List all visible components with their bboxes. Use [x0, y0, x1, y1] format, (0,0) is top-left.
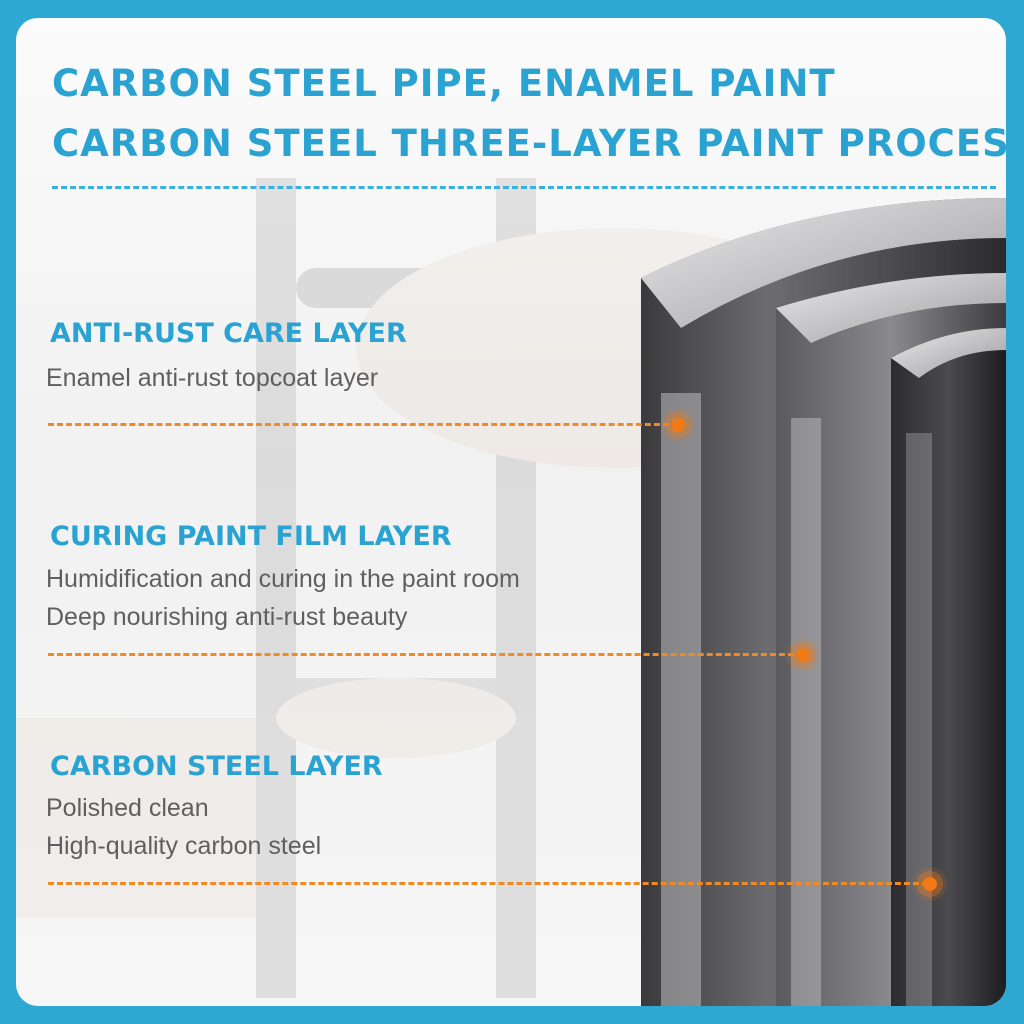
layer-description-line: Enamel anti-rust topcoat layer	[46, 364, 379, 392]
layer-heading-carbon-steel: CARBON STEEL LAYER	[50, 751, 383, 782]
layer-heading-anti-rust: ANTI-RUST CARE LAYER	[50, 318, 407, 349]
pipe-cross-section-image	[641, 198, 1006, 1006]
layer-description-line: High-quality carbon steel	[46, 832, 322, 860]
layer-heading-curing-paint: CURING PAINT FILM LAYER	[50, 521, 452, 552]
curing-paint-marker-dot	[796, 648, 810, 662]
title-divider	[52, 186, 996, 189]
page-title-line-1: CARBON STEEL PIPE, ENAMEL PAINT	[52, 62, 836, 105]
layer-description-line: Humidification and curing in the paint r…	[46, 565, 520, 593]
anti-rust-leader-line	[48, 423, 678, 426]
page-title-line-2: CARBON STEEL THREE-LAYER PAINT PROCESS	[52, 122, 1006, 165]
carbon-steel-leader-line	[48, 882, 928, 885]
infographic-panel: CARBON STEEL PIPE, ENAMEL PAINT CARBON S…	[16, 18, 1006, 1006]
layer-description-line: Deep nourishing anti-rust beauty	[46, 603, 408, 631]
anti-rust-marker-dot	[671, 418, 685, 432]
curing-paint-leader-line	[48, 653, 803, 656]
layer-description-line: Polished clean	[46, 794, 209, 822]
carbon-steel-marker-dot	[923, 877, 937, 891]
